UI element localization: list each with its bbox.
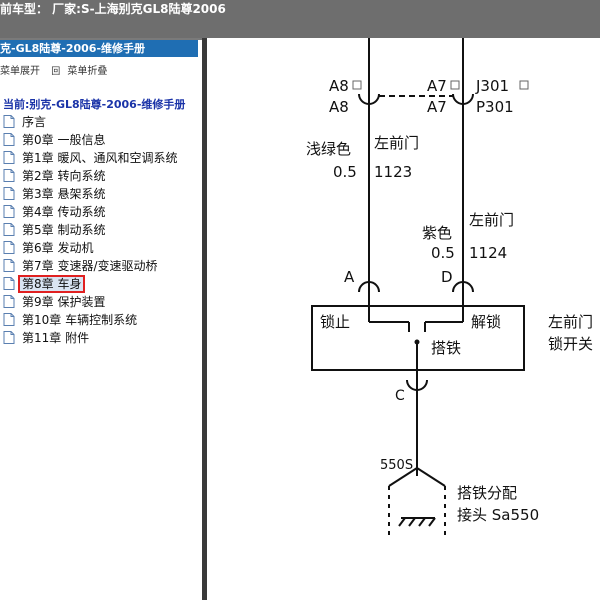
connector-left-top-label: A8 <box>329 77 349 95</box>
wire-right-circuit: 1124 <box>469 244 507 262</box>
chapter-item[interactable]: 第11章 附件 <box>3 330 89 347</box>
chapter-item[interactable]: 第0章 一般信息 <box>3 132 105 149</box>
document-icon <box>3 259 15 272</box>
wire-right-location: 左前门 <box>469 211 514 229</box>
switch-unlock-label: 解锁 <box>471 313 501 331</box>
connector-right-marker-icon <box>450 80 460 90</box>
document-icon <box>3 115 15 128</box>
switch-lock-label: 锁止 <box>320 313 350 331</box>
document-icon <box>3 151 15 164</box>
connector-right-bottom-label: A7 <box>427 98 447 116</box>
chapter-item[interactable]: 第4章 传动系统 <box>3 204 105 221</box>
document-icon <box>3 133 15 146</box>
document-icon <box>3 187 15 200</box>
document-icon <box>3 241 15 254</box>
chapter-label: 第7章 变速器/变速驱动桥 <box>22 259 158 273</box>
chapter-item[interactable]: 第7章 变速器/变速驱动桥 <box>3 258 158 275</box>
pin-c-label: C <box>395 388 405 404</box>
menu-collapse-button[interactable]: 菜单折叠 <box>67 66 108 77</box>
component-name-line1: 左前门 <box>548 313 593 331</box>
wire-left-color: 浅绿色 <box>306 140 351 158</box>
document-icon <box>3 295 15 308</box>
panel-divider[interactable] <box>202 38 207 600</box>
wire-left-size: 0.5 <box>333 163 357 181</box>
document-icon <box>3 277 15 290</box>
connector-far-marker-icon <box>519 80 529 90</box>
wiring-diagram: A8 A8 A7 A7 J301 P301 浅绿色 左前门 0.5 1123 左… <box>306 38 593 538</box>
ground-name-line2: 接头 Sa550 <box>457 506 539 524</box>
collapse-icon: 回 <box>51 67 61 77</box>
chapter-label: 第2章 转向系统 <box>22 169 106 183</box>
ground-splice-body <box>389 468 445 534</box>
chapter-label: 第11章 附件 <box>22 331 90 345</box>
chapter-label: 序言 <box>22 115 47 129</box>
chapter-item[interactable]: 第9章 保护装置 <box>3 294 105 311</box>
chapter-label: 第4章 传动系统 <box>22 205 106 219</box>
window-title-bar: 前车型： 厂家:S-上海别克GL8陆尊2006 <box>0 0 600 38</box>
window-title: 前车型： 厂家:S-上海别克GL8陆尊2006 <box>0 2 226 16</box>
document-icon <box>3 205 15 218</box>
chapter-label: 第3章 悬架系统 <box>22 187 106 201</box>
wire-right-color: 紫色 <box>422 224 452 242</box>
chapter-item[interactable]: 序言 <box>3 114 46 131</box>
connector-far-top-label: J301 <box>475 77 509 95</box>
chapter-item[interactable]: 第2章 转向系统 <box>3 168 105 185</box>
component-name-line2: 锁开关 <box>548 335 593 353</box>
chapter-label: 第10章 车辆控制系统 <box>22 313 138 327</box>
chapter-label: 第9章 保护装置 <box>22 295 106 309</box>
chapter-item[interactable]: 第8章 车身 <box>3 275 86 293</box>
pin-d-label: D <box>441 268 453 286</box>
connector-left-marker-icon <box>352 80 362 90</box>
menu-tools: 菜单展开 回 菜单折叠 <box>0 62 111 77</box>
connector-far-bottom-label: P301 <box>476 98 514 116</box>
chapter-label: 第1章 暖风、通风和空调系统 <box>22 151 178 165</box>
document-icon <box>3 313 15 326</box>
menu-expand-button[interactable]: 菜单展开 <box>0 66 40 77</box>
switch-ground-label: 搭铁 <box>431 339 461 357</box>
chapter-item[interactable]: 第6章 发动机 <box>3 240 93 257</box>
chapter-item[interactable]: 第10章 车辆控制系统 <box>3 312 137 329</box>
sidebar-panel: 克-GL8陆尊-2006-维修手册 菜单展开 回 菜单折叠 当前:别克-GL8陆… <box>0 38 202 600</box>
connector-left-bottom-label: A8 <box>329 98 349 116</box>
chapter-item[interactable]: 第3章 悬架系统 <box>3 186 105 203</box>
current-manual-label: 当前:别克-GL8陆尊-2006-维修手册 <box>3 98 186 111</box>
chapter-label: 第5章 制动系统 <box>22 223 106 237</box>
chapter-label: 第8章 车身 <box>18 275 86 293</box>
wire-left-circuit: 1123 <box>374 163 412 181</box>
document-icon <box>3 223 15 236</box>
pin-a-label: A <box>344 268 355 286</box>
splice-id-label: 550S <box>380 458 413 473</box>
ground-name-line1: 搭铁分配 <box>457 484 517 502</box>
document-icon <box>3 169 15 182</box>
document-icon <box>3 331 15 344</box>
ground-contact-dot <box>414 339 420 345</box>
chapter-item[interactable]: 第5章 制动系统 <box>3 222 105 239</box>
manual-title-header: 克-GL8陆尊-2006-维修手册 <box>0 40 198 57</box>
wire-left-location: 左前门 <box>374 134 419 152</box>
sidebar-top-strip <box>0 38 202 40</box>
chapter-item[interactable]: 第1章 暖风、通风和空调系统 <box>3 150 177 167</box>
wire-right-size: 0.5 <box>431 244 455 262</box>
chapter-label: 第6章 发动机 <box>22 241 94 255</box>
chapter-label: 第0章 一般信息 <box>22 133 106 147</box>
connector-right-top-label: A7 <box>427 77 447 95</box>
